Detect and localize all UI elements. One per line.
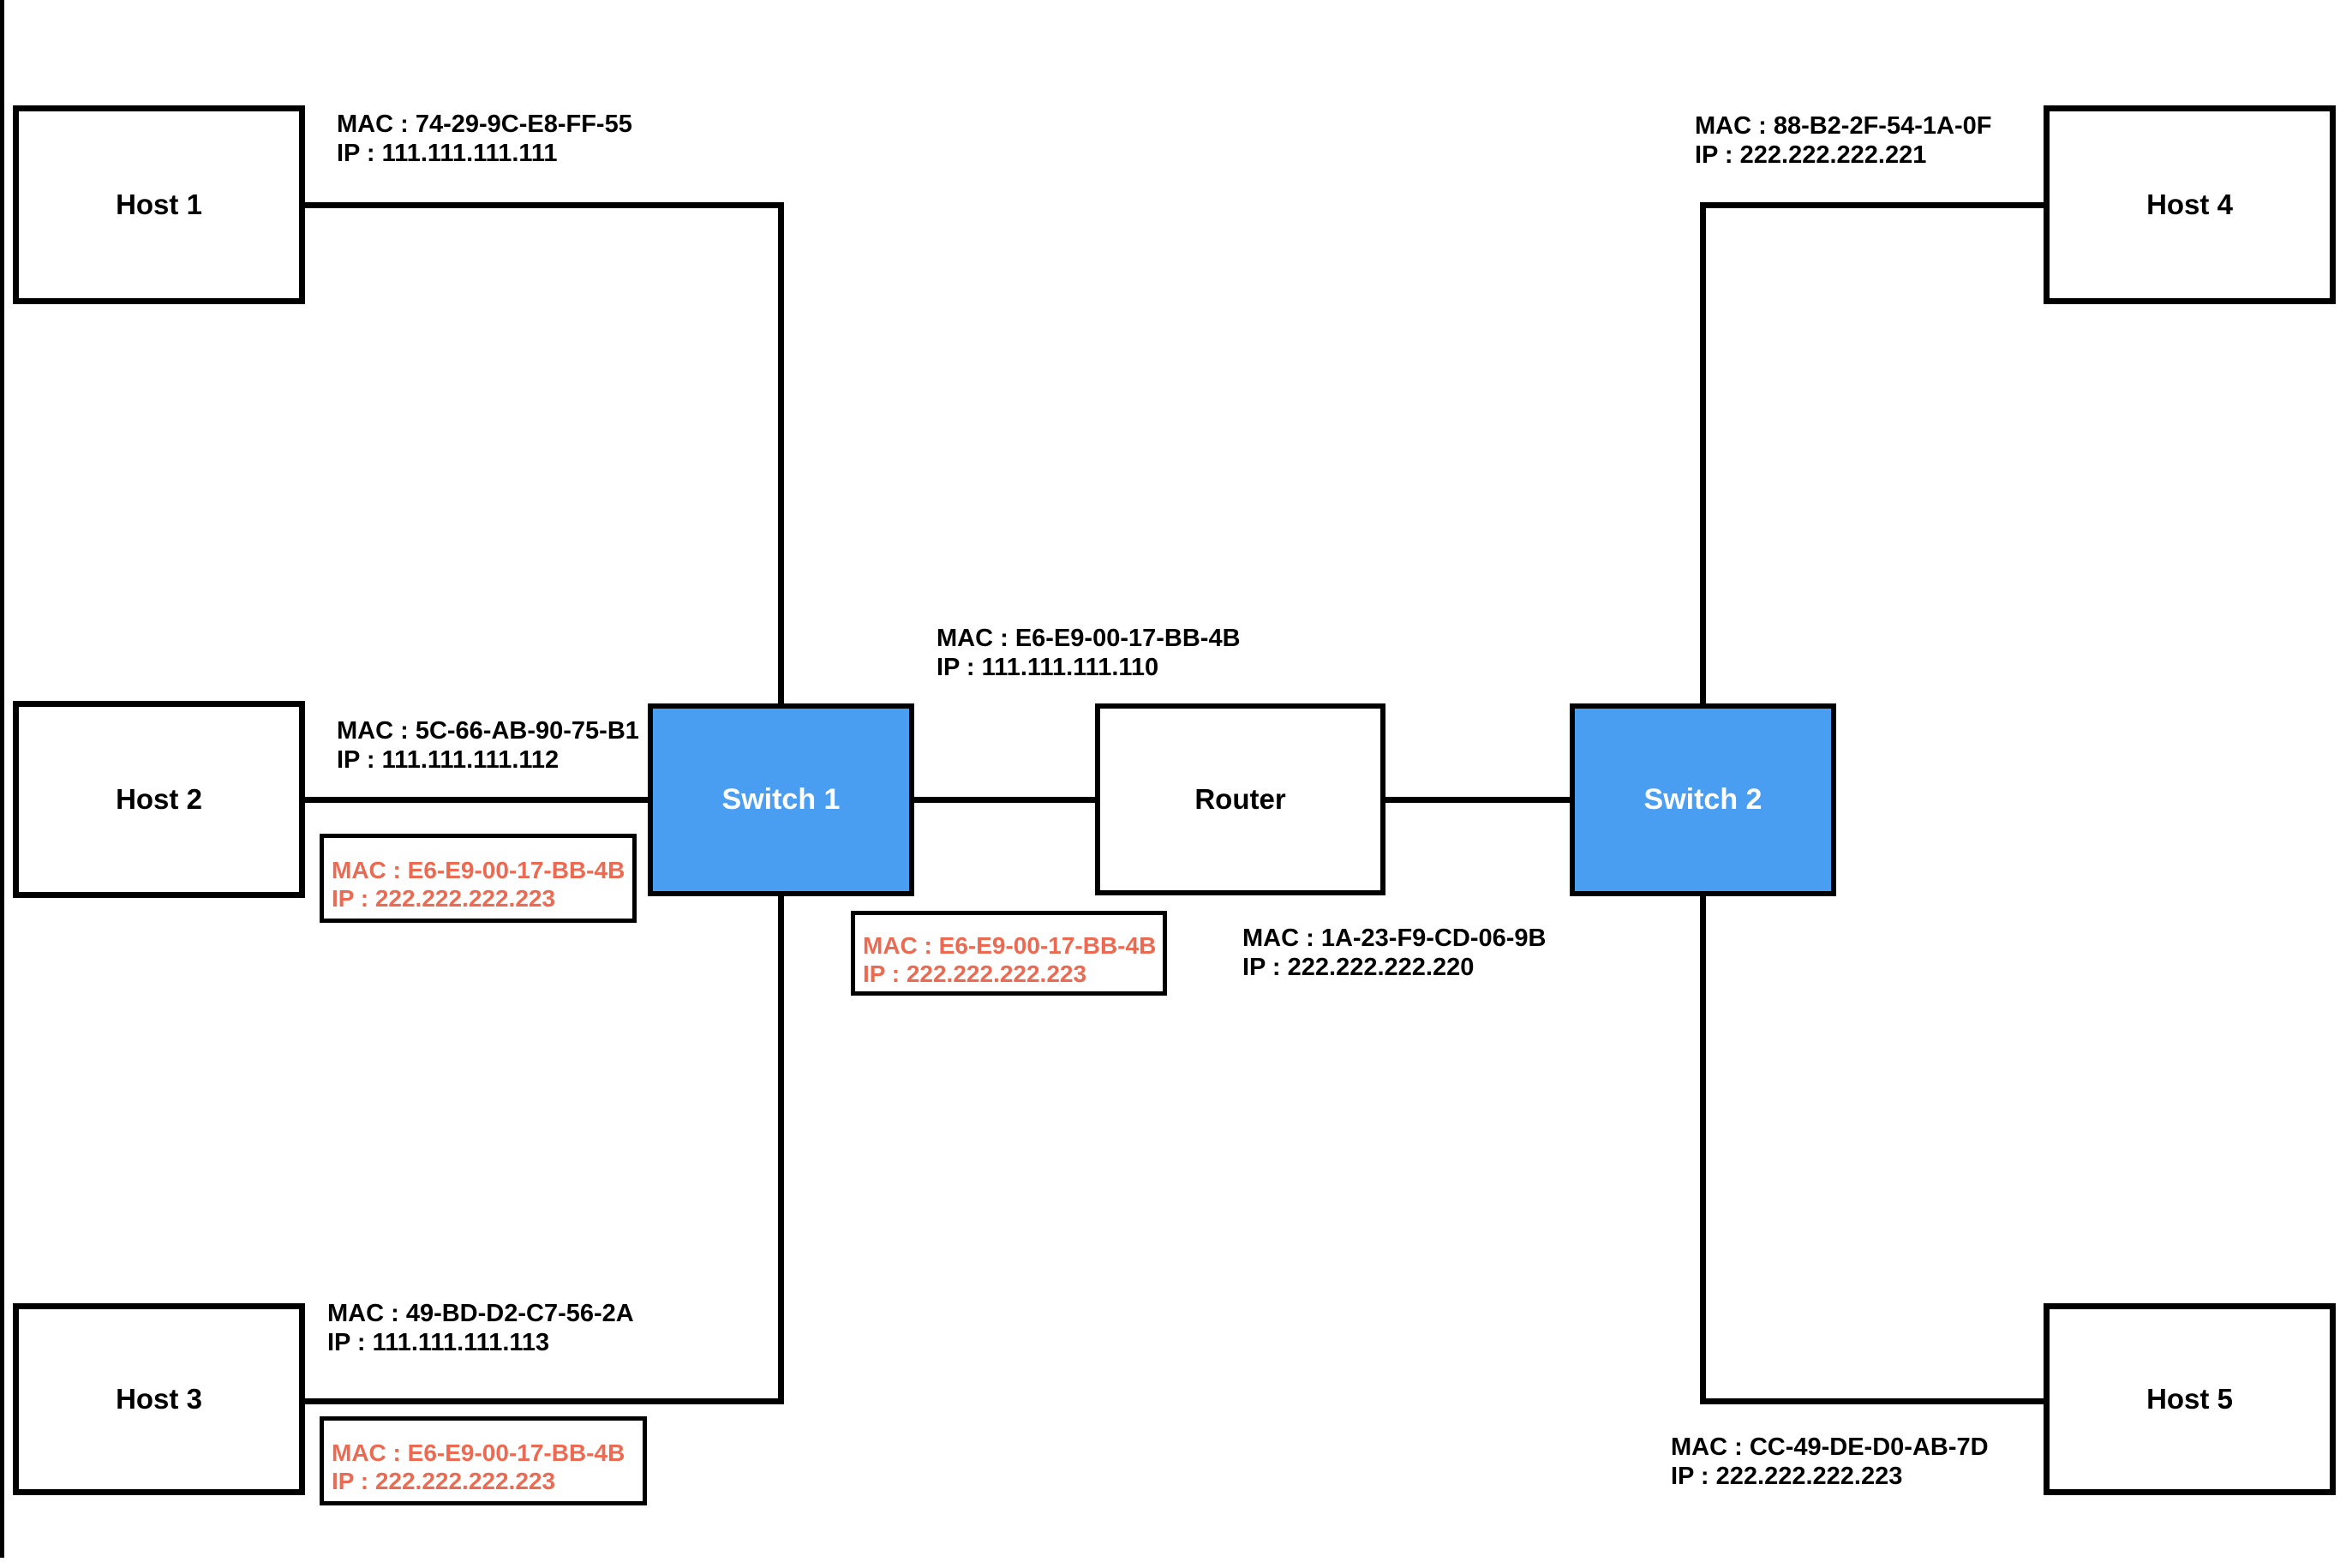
host3-arp-mac: MAC : E6-E9-00-17-BB-4B: [332, 1439, 625, 1466]
router-box: Router: [1095, 703, 1385, 895]
host1-mac: MAC : 74-29-9C-E8-FF-55: [337, 111, 632, 138]
connection-router-switch2: [1385, 797, 1570, 803]
host2-arp-ip: IP : 222.222.222.223: [332, 885, 556, 912]
host5-label: Host 5: [2146, 1383, 2233, 1415]
host5-address-label: MAC : CC-49-DE-D0-AB-7D IP : 222.222.222…: [1671, 1433, 1989, 1491]
switch1-router-arp-entry-box: MAC : E6-E9-00-17-BB-4B IP : 222.222.222…: [851, 911, 1167, 996]
host1-label: Host 1: [116, 189, 202, 220]
connection-host1-switch1-vertical: [778, 202, 784, 706]
switch1-label: Switch 1: [721, 783, 841, 816]
host5-ip: IP : 222.222.222.223: [1671, 1463, 1903, 1490]
host3-label: Host 3: [116, 1383, 202, 1415]
switch1-box: Switch 1: [648, 703, 914, 896]
host2-box: Host 2: [13, 701, 305, 898]
switch1-router-arp-ip: IP : 222.222.222.223: [863, 961, 1087, 987]
host4-address-label: MAC : 88-B2-2F-54-1A-0F IP : 222.222.222…: [1695, 111, 1991, 170]
router-right-ip: IP : 222.222.222.220: [1242, 954, 1475, 981]
router-left-interface-label: MAC : E6-E9-00-17-BB-4B IP : 111.111.111…: [937, 624, 1241, 682]
host2-arp-mac: MAC : E6-E9-00-17-BB-4B: [332, 857, 625, 883]
host3-arp-entry-box: MAC : E6-E9-00-17-BB-4B IP : 222.222.222…: [320, 1416, 647, 1505]
host2-ip: IP : 111.111.111.112: [337, 746, 560, 774]
switch2-label: Switch 2: [1643, 783, 1762, 816]
host3-arp-ip: IP : 222.222.222.223: [332, 1468, 556, 1494]
host2-mac: MAC : 5C-66-AB-90-75-B1: [337, 717, 639, 745]
host2-address-label: MAC : 5C-66-AB-90-75-B1 IP : 111.111.111…: [337, 716, 639, 775]
host3-ip: IP : 111.111.111.113: [327, 1329, 550, 1356]
router-left-ip: IP : 111.111.111.110: [937, 654, 1159, 681]
router-left-mac: MAC : E6-E9-00-17-BB-4B: [937, 625, 1241, 652]
host1-ip: IP : 111.111.111.111: [337, 140, 558, 167]
connection-switch2-host4-vertical: [1700, 202, 1706, 706]
host1-address-label: MAC : 74-29-9C-E8-FF-55 IP : 111.111.111…: [337, 110, 632, 168]
host4-ip: IP : 222.222.222.221: [1695, 141, 1927, 169]
host3-mac: MAC : 49-BD-D2-C7-56-2A: [327, 1300, 634, 1327]
host5-mac: MAC : CC-49-DE-D0-AB-7D: [1671, 1433, 1989, 1461]
connection-switch1-router: [914, 797, 1095, 803]
connection-switch2-host5-vertical: [1700, 894, 1706, 1404]
host2-arp-entry-box: MAC : E6-E9-00-17-BB-4B IP : 222.222.222…: [320, 834, 637, 923]
host3-box: Host 3: [13, 1303, 305, 1495]
connection-host4-horizontal: [1700, 202, 2044, 208]
router-label: Router: [1194, 783, 1286, 815]
switch1-router-arp-mac: MAC : E6-E9-00-17-BB-4B: [863, 932, 1157, 959]
canvas-left-border-line: [0, 0, 4, 1558]
connection-host2-switch1: [305, 797, 648, 803]
host5-box: Host 5: [2044, 1303, 2336, 1495]
connection-host3-horizontal: [305, 1398, 784, 1404]
host4-label: Host 4: [2146, 189, 2233, 220]
host4-mac: MAC : 88-B2-2F-54-1A-0F: [1695, 112, 1992, 140]
host4-box: Host 4: [2044, 105, 2336, 304]
router-right-interface-label: MAC : 1A-23-F9-CD-06-9B IP : 222.222.222…: [1242, 924, 1547, 982]
connection-host5-horizontal: [1700, 1398, 2044, 1404]
router-right-mac: MAC : 1A-23-F9-CD-06-9B: [1242, 925, 1547, 952]
host3-address-label: MAC : 49-BD-D2-C7-56-2A IP : 111.111.111…: [327, 1299, 634, 1357]
connection-host1-horizontal: [305, 202, 784, 208]
connection-host3-switch1-vertical: [778, 894, 784, 1404]
switch2-box: Switch 2: [1570, 703, 1836, 896]
host1-box: Host 1: [13, 105, 305, 304]
host2-label: Host 2: [116, 783, 202, 815]
